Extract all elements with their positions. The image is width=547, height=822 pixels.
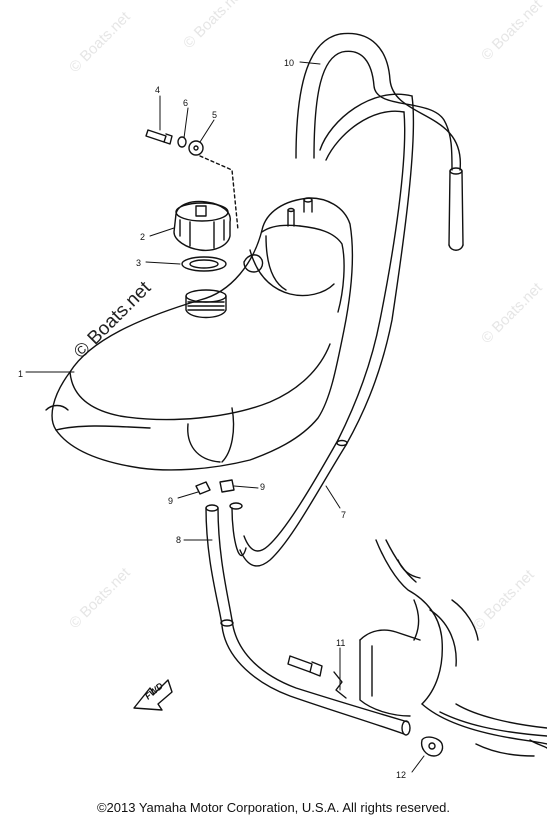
callout-4: 4 — [155, 85, 160, 95]
fwd-arrow — [133, 679, 173, 711]
fuel-tank-1 — [45, 197, 354, 471]
drain-hose-7 — [239, 95, 415, 567]
callout-12: 12 — [396, 770, 406, 780]
callout-2: 2 — [140, 232, 145, 242]
fitting-12 — [420, 736, 444, 757]
callout-3: 3 — [136, 258, 141, 268]
bolt-11 — [287, 655, 347, 699]
fwd-label: FWD — [143, 680, 166, 701]
screw-assembly — [145, 129, 239, 231]
callout-8: 8 — [176, 535, 181, 545]
callout-6: 6 — [183, 98, 188, 108]
fuel-hose-8 — [205, 502, 411, 736]
engine-case — [359, 539, 547, 757]
copyright-notice: ©2013 Yamaha Motor Corporation, U.S.A. A… — [96, 800, 451, 815]
clips-9 — [195, 479, 235, 495]
leader-lines — [25, 61, 425, 773]
fuel-cap-2 — [173, 200, 231, 252]
callout-7: 7 — [341, 510, 346, 520]
gasket-3 — [181, 256, 227, 272]
callout-1: 1 — [18, 369, 23, 379]
callout-9-right: 9 — [260, 482, 265, 492]
callout-10: 10 — [284, 58, 294, 68]
vent-hose-10 — [295, 32, 464, 251]
callout-11: 11 — [336, 638, 345, 648]
callout-9-left: 9 — [168, 496, 173, 506]
callout-5: 5 — [212, 110, 217, 120]
